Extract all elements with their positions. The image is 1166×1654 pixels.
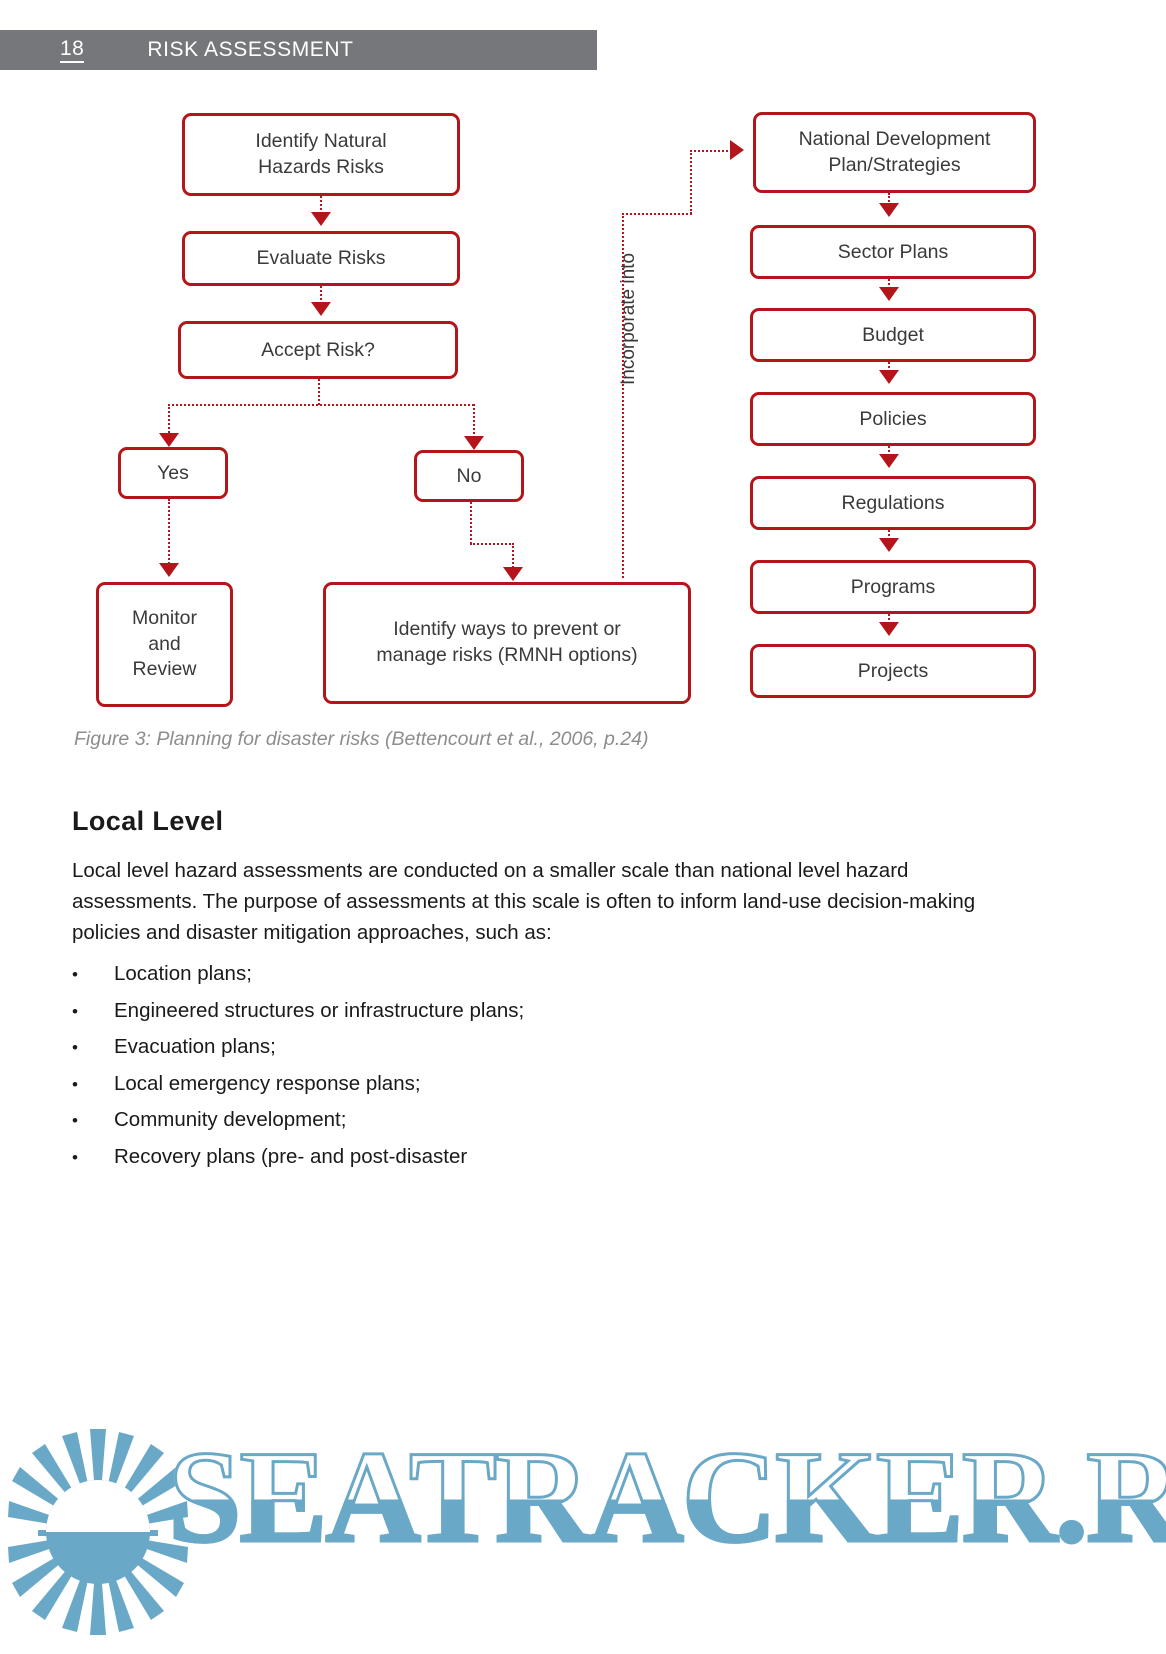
bullet-marker-icon: • bbox=[72, 1111, 78, 1130]
connector-to-yes bbox=[168, 404, 170, 436]
bullet-marker-icon: • bbox=[72, 1074, 78, 1094]
flow-box-policies: Policies bbox=[750, 392, 1036, 446]
bullet-marker-icon: • bbox=[72, 1147, 78, 1167]
bullet-marker-icon: • bbox=[72, 1001, 78, 1021]
connector-label-incorporate-into: Incorporate into bbox=[618, 252, 639, 385]
connector-identify-to-evaluate bbox=[320, 196, 322, 214]
watermark-text: SEATRACKER.RU bbox=[167, 1429, 1166, 1564]
section-heading-local-level: Local Level bbox=[72, 806, 224, 836]
list-item-label: Recovery plans (pre- and post-disaster bbox=[114, 1144, 468, 1168]
flow-box-label: Policies bbox=[859, 407, 927, 430]
flow-box-identify-ways: Identify ways to prevent or manage risks… bbox=[323, 582, 691, 704]
page-header-bar: 18 RISK ASSESSMENT bbox=[0, 30, 597, 70]
body-paragraph: Local level hazard assessments are condu… bbox=[72, 859, 976, 944]
connector-programs-to-projects bbox=[888, 614, 890, 624]
list-item: • Recovery plans (pre- and post-disaster bbox=[72, 1145, 872, 1182]
flow-box-label: Regulations bbox=[841, 491, 945, 514]
flow-box-identify-hazards: Identify Natural Hazards Risks bbox=[182, 113, 460, 196]
page-title: RISK ASSESSMENT bbox=[147, 38, 354, 61]
arrow-down-icon bbox=[879, 287, 899, 301]
arrow-down-icon bbox=[464, 436, 484, 450]
flow-box-programs: Programs bbox=[750, 560, 1036, 614]
connector-incorporate-upper-bar bbox=[690, 150, 732, 152]
connector-to-no bbox=[473, 404, 475, 438]
arrow-down-icon bbox=[879, 203, 899, 217]
list-item: • Engineered structures or infrastructur… bbox=[72, 999, 872, 1036]
flow-box-monitor-review: Monitor and Review bbox=[96, 582, 233, 707]
arrow-down-icon bbox=[311, 302, 331, 316]
arrow-down-icon bbox=[159, 563, 179, 577]
flow-box-regulations: Regulations bbox=[750, 476, 1036, 530]
connector-ndp-to-sector bbox=[888, 193, 890, 205]
connector-incorporate-riser bbox=[690, 150, 692, 214]
flow-box-label: Monitor and Review bbox=[131, 606, 198, 681]
flow-box-projects: Projects bbox=[750, 644, 1036, 698]
flow-box-label: Yes bbox=[157, 461, 189, 484]
connector-no-to-identify bbox=[512, 543, 514, 571]
flow-box-label: Identify ways to prevent or manage risks… bbox=[376, 618, 638, 666]
list-item: • Local emergency response plans; bbox=[72, 1072, 872, 1109]
connector-no-down bbox=[470, 502, 472, 544]
flow-box-no: No bbox=[414, 450, 524, 502]
flow-box-sector-plans: Sector Plans bbox=[750, 225, 1036, 279]
flow-box-label: National Development Plan/Strategies bbox=[798, 127, 991, 176]
list-item-label: Community development; bbox=[114, 1108, 347, 1131]
page-number: 18 bbox=[60, 38, 85, 63]
bullet-marker-icon: • bbox=[72, 965, 78, 984]
flow-box-national-development-plan: National Development Plan/Strategies bbox=[753, 112, 1036, 193]
bullet-marker-icon: • bbox=[72, 1038, 78, 1057]
connector-sector-to-budget bbox=[888, 279, 890, 289]
flow-box-evaluate-risks: Evaluate Risks bbox=[182, 231, 460, 286]
connector-incorporate-lower-bar bbox=[622, 213, 692, 215]
connector-no-across bbox=[470, 543, 514, 545]
flow-box-label: Accept Risk? bbox=[261, 338, 375, 361]
list-item-label: Engineered structures or infrastructure … bbox=[114, 998, 525, 1022]
connector-incorporate-vertical bbox=[622, 213, 624, 578]
arrow-down-icon bbox=[879, 370, 899, 384]
figure-caption: Figure 3: Planning for disaster risks (B… bbox=[74, 728, 649, 750]
flow-box-label: Identify Natural Hazards Risks bbox=[255, 129, 387, 178]
flow-box-label: Sector Plans bbox=[837, 240, 949, 263]
sun-burst-icon bbox=[8, 1429, 188, 1635]
list-item: • Location plans; bbox=[72, 962, 872, 999]
arrow-down-icon bbox=[879, 538, 899, 552]
flow-box-label: Projects bbox=[857, 659, 929, 682]
arrow-down-icon bbox=[879, 454, 899, 468]
flow-box-budget: Budget bbox=[750, 308, 1036, 362]
connector-evaluate-to-accept bbox=[320, 286, 322, 304]
flow-box-label: No bbox=[456, 464, 482, 487]
list-item-label: Evacuation plans; bbox=[114, 1035, 276, 1058]
connector-accept-split-bar bbox=[168, 404, 474, 406]
connector-accept-split-stem bbox=[318, 379, 320, 405]
flow-box-label: Evaluate Risks bbox=[256, 247, 386, 270]
connector-budget-to-policies bbox=[888, 362, 890, 372]
flow-box-accept-risk: Accept Risk? bbox=[178, 321, 458, 379]
list-item: • Evacuation plans; bbox=[72, 1035, 872, 1072]
connector-policies-to-regulations bbox=[888, 446, 890, 456]
flow-box-label: Budget bbox=[862, 323, 924, 346]
list-item-label: Local emergency response plans; bbox=[114, 1071, 421, 1095]
flow-box-yes: Yes bbox=[118, 447, 228, 499]
figure-flowchart: Identify Natural Hazards Risks Evaluate … bbox=[0, 95, 1166, 725]
arrow-down-icon bbox=[503, 567, 523, 581]
watermark: SEATRACKER.RU bbox=[0, 1395, 1166, 1654]
arrow-down-icon bbox=[879, 622, 899, 636]
list-item: • Community development; bbox=[72, 1108, 872, 1145]
bullet-list: • Location plans; • Engineered structure… bbox=[72, 962, 872, 1181]
connector-regulations-to-programs bbox=[888, 530, 890, 540]
list-item-label: Location plans; bbox=[114, 962, 252, 985]
arrow-right-icon bbox=[730, 140, 744, 160]
arrow-down-icon bbox=[311, 212, 331, 226]
arrow-down-icon bbox=[159, 433, 179, 447]
connector-yes-to-monitor bbox=[168, 499, 170, 567]
flow-box-label: Programs bbox=[850, 575, 936, 598]
